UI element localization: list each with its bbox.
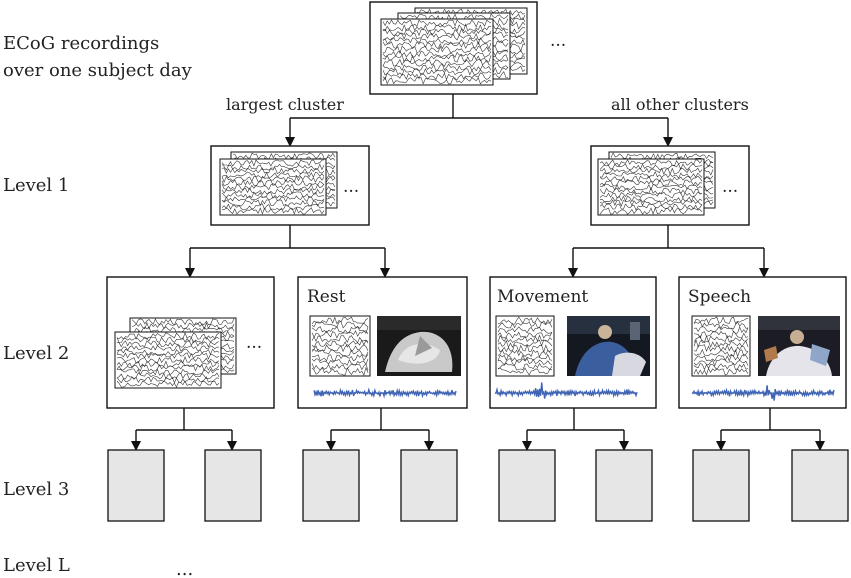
levelL-ellipsis: ... xyxy=(176,559,193,578)
ecog-traces xyxy=(693,316,749,376)
level3-leaf xyxy=(204,449,262,522)
ecog-traces xyxy=(382,19,492,85)
level2-cluster-ellipsis: ... xyxy=(246,333,262,353)
level1-left-ellipsis: ... xyxy=(343,177,359,197)
level3-leaf xyxy=(692,449,750,522)
audio-waveform xyxy=(494,382,638,399)
movement-title: Movement xyxy=(497,287,588,307)
level3-leaf xyxy=(400,449,458,522)
root-ellipsis: ... xyxy=(550,31,566,51)
level1-right-ellipsis: ... xyxy=(722,177,738,197)
level-2-label: Level 2 xyxy=(3,343,70,364)
root-stack xyxy=(380,7,528,86)
root-caption-line1: ECoG recordings xyxy=(3,33,160,54)
branch-label-other-clusters: all other clusters xyxy=(611,95,749,114)
level3-leaves xyxy=(107,449,849,522)
level3-leaf xyxy=(302,449,360,522)
speech-title: Speech xyxy=(688,287,751,307)
level3-leaf xyxy=(107,449,165,522)
branch-label-largest-cluster: largest cluster xyxy=(226,95,344,114)
rest-video-frame xyxy=(377,316,461,376)
level-1-label: Level 1 xyxy=(3,175,70,196)
rest-title: Rest xyxy=(307,287,346,307)
audio-waveform xyxy=(691,385,835,401)
ecog-traces xyxy=(599,159,703,215)
level3-leaf xyxy=(498,449,556,522)
level-L-label: Level L xyxy=(3,555,70,576)
movement-video-frame xyxy=(567,316,650,376)
level-3-label: Level 3 xyxy=(3,479,70,500)
level3-leaf xyxy=(595,449,653,522)
speech-video-frame xyxy=(758,316,840,376)
ecog-traces xyxy=(116,331,220,388)
ecog-traces xyxy=(497,316,553,376)
level3-connectors xyxy=(131,408,825,451)
ecog-traces xyxy=(221,159,325,215)
audio-waveform xyxy=(313,387,457,399)
root-caption-line2: over one subject day xyxy=(3,60,192,81)
level3-leaf xyxy=(791,449,849,522)
ecog-traces xyxy=(311,316,369,376)
